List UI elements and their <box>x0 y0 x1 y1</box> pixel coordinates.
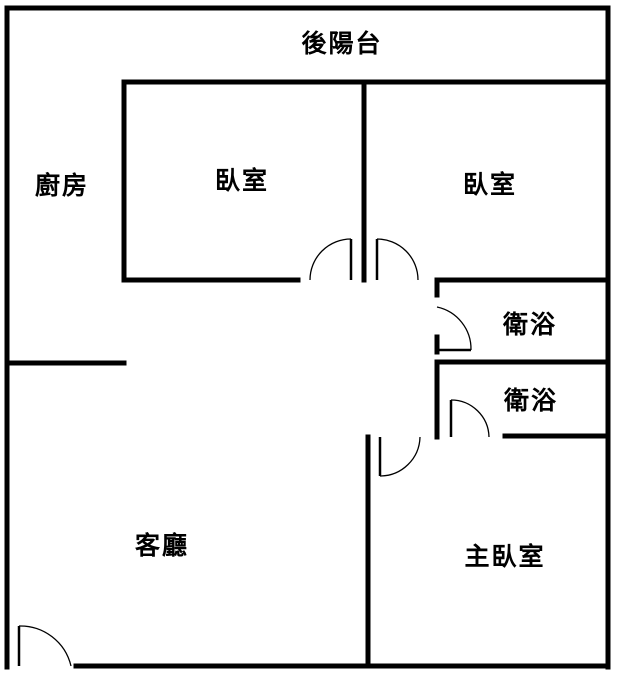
room-label-back-balcony: 後陽台 <box>301 29 382 58</box>
room-label-bedroom-2: 臥室 <box>463 170 517 199</box>
door-bedroom-2 <box>375 238 419 281</box>
room-label-bedroom-1: 臥室 <box>215 166 269 195</box>
room-label-master-bedroom: 主臥室 <box>464 542 545 571</box>
doors <box>17 238 490 667</box>
door-bedroom-1 <box>309 238 353 281</box>
room-label-living-room: 客廳 <box>135 531 189 560</box>
interior-walls <box>4 79 611 669</box>
room-label-bathroom-1: 衛浴 <box>502 310 557 339</box>
room-labels: 後陽台 廚房 臥室 臥室 衛浴 衛浴 客廳 主臥室 <box>35 29 558 571</box>
room-label-bathroom-2: 衛浴 <box>503 386 558 415</box>
door-bathroom-2 <box>449 399 490 438</box>
door-master-bedroom <box>378 436 421 477</box>
room-label-kitchen: 廚房 <box>35 171 89 200</box>
door-entrance <box>17 625 72 667</box>
door-bathroom-1 <box>436 306 472 352</box>
outer-walls <box>4 5 611 670</box>
